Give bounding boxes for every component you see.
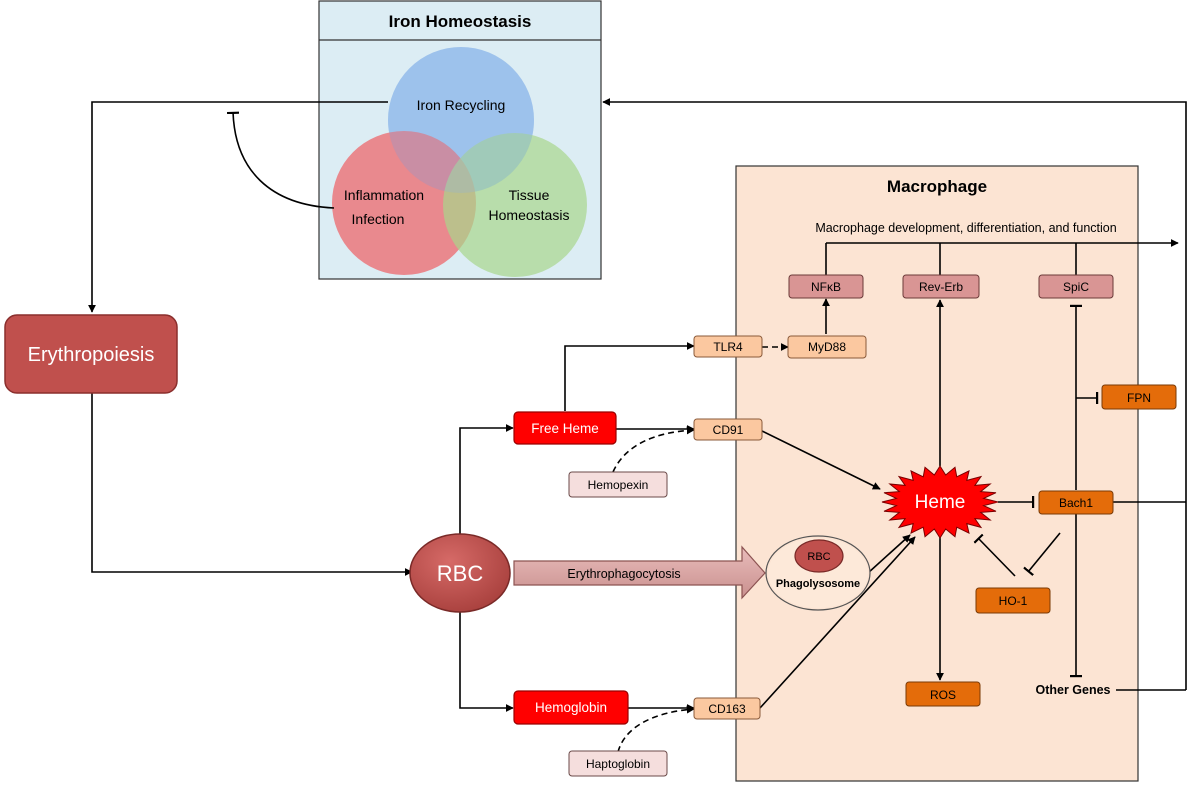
erythropoiesis-label: Erythropoiesis [28,344,155,366]
node-ros: ROS [905,681,981,707]
free-heme-label: Free Heme [531,421,599,436]
phagolysosome-label: Phagolysosome [776,578,860,590]
node-bach1: Bach1 [1038,490,1114,515]
iron-homeostasis-panel: Iron Homeostasis Iron Recycling Inflamma… [318,0,602,280]
ros-label: ROS [930,688,956,702]
heme-label: Heme [915,492,966,513]
inflammation-circle [332,131,476,275]
node-spic: SpiC [1038,274,1114,299]
tlr4-label: TLR4 [713,340,743,354]
homeostasis-label: Homeostasis [489,207,570,223]
node-hemoglobin: Hemoglobin [513,690,629,725]
node-rbc: RBC [409,533,511,613]
node-heme: Heme [881,465,999,539]
inflammation-label: Inflammation [344,187,424,203]
node-tlr4: TLR4 [693,335,763,358]
fpn-label: FPN [1127,391,1151,405]
phagolysosome-rbc [794,539,844,573]
node-free-heme: Free Heme [513,411,617,445]
hemopexin-label: Hemopexin [588,478,649,492]
infection-label: Infection [352,211,405,227]
node-haptoglobin: Haptoglobin [568,750,668,777]
node-erythropoiesis: Erythropoiesis [4,314,178,394]
macrophage-development-label: Macrophage development, differentiation,… [815,221,1116,235]
node-cd163: CD163 [693,697,761,720]
node-phagolysosome: RBC Phagolysosome [765,535,871,611]
cd163-label: CD163 [708,702,746,716]
other-genes-label: Other Genes [1035,683,1110,697]
nfkb-label: NFκB [811,280,841,294]
iron-recycling-label: Iron Recycling [417,97,506,113]
iron-homeostasis-title: Iron Homeostasis [389,12,532,31]
haptoglobin-label: Haptoglobin [586,757,650,771]
node-fpn: FPN [1101,384,1177,410]
erythrophagocytosis-arrow: Erythrophagocytosis [513,545,766,600]
rbc-label: RBC [437,561,484,586]
cd91-label: CD91 [713,423,744,437]
ho1-label: HO-1 [999,594,1028,608]
tissue-homeostasis-circle [443,133,587,277]
erythrophagocytosis-label: Erythrophagocytosis [567,567,680,581]
node-hemopexin: Hemopexin [568,471,668,498]
tissue-label: Tissue [509,187,550,203]
hemoglobin-label: Hemoglobin [535,700,607,715]
node-ho1: HO-1 [975,587,1051,614]
spic-label: SpiC [1063,280,1089,294]
macrophage-title: Macrophage [887,177,987,196]
node-rev-erb: Rev-Erb [902,274,980,299]
node-nfkb: NFκB [788,274,864,299]
phagolysosome-rbc-label: RBC [807,551,830,563]
node-myd88: MyD88 [787,335,867,359]
node-other-genes: Other Genes [1035,683,1110,697]
myd88-label: MyD88 [808,340,846,354]
rev-erb-label: Rev-Erb [919,280,963,294]
connectors [88,98,1187,753]
bach1-label: Bach1 [1059,496,1093,510]
node-cd91: CD91 [693,418,763,441]
